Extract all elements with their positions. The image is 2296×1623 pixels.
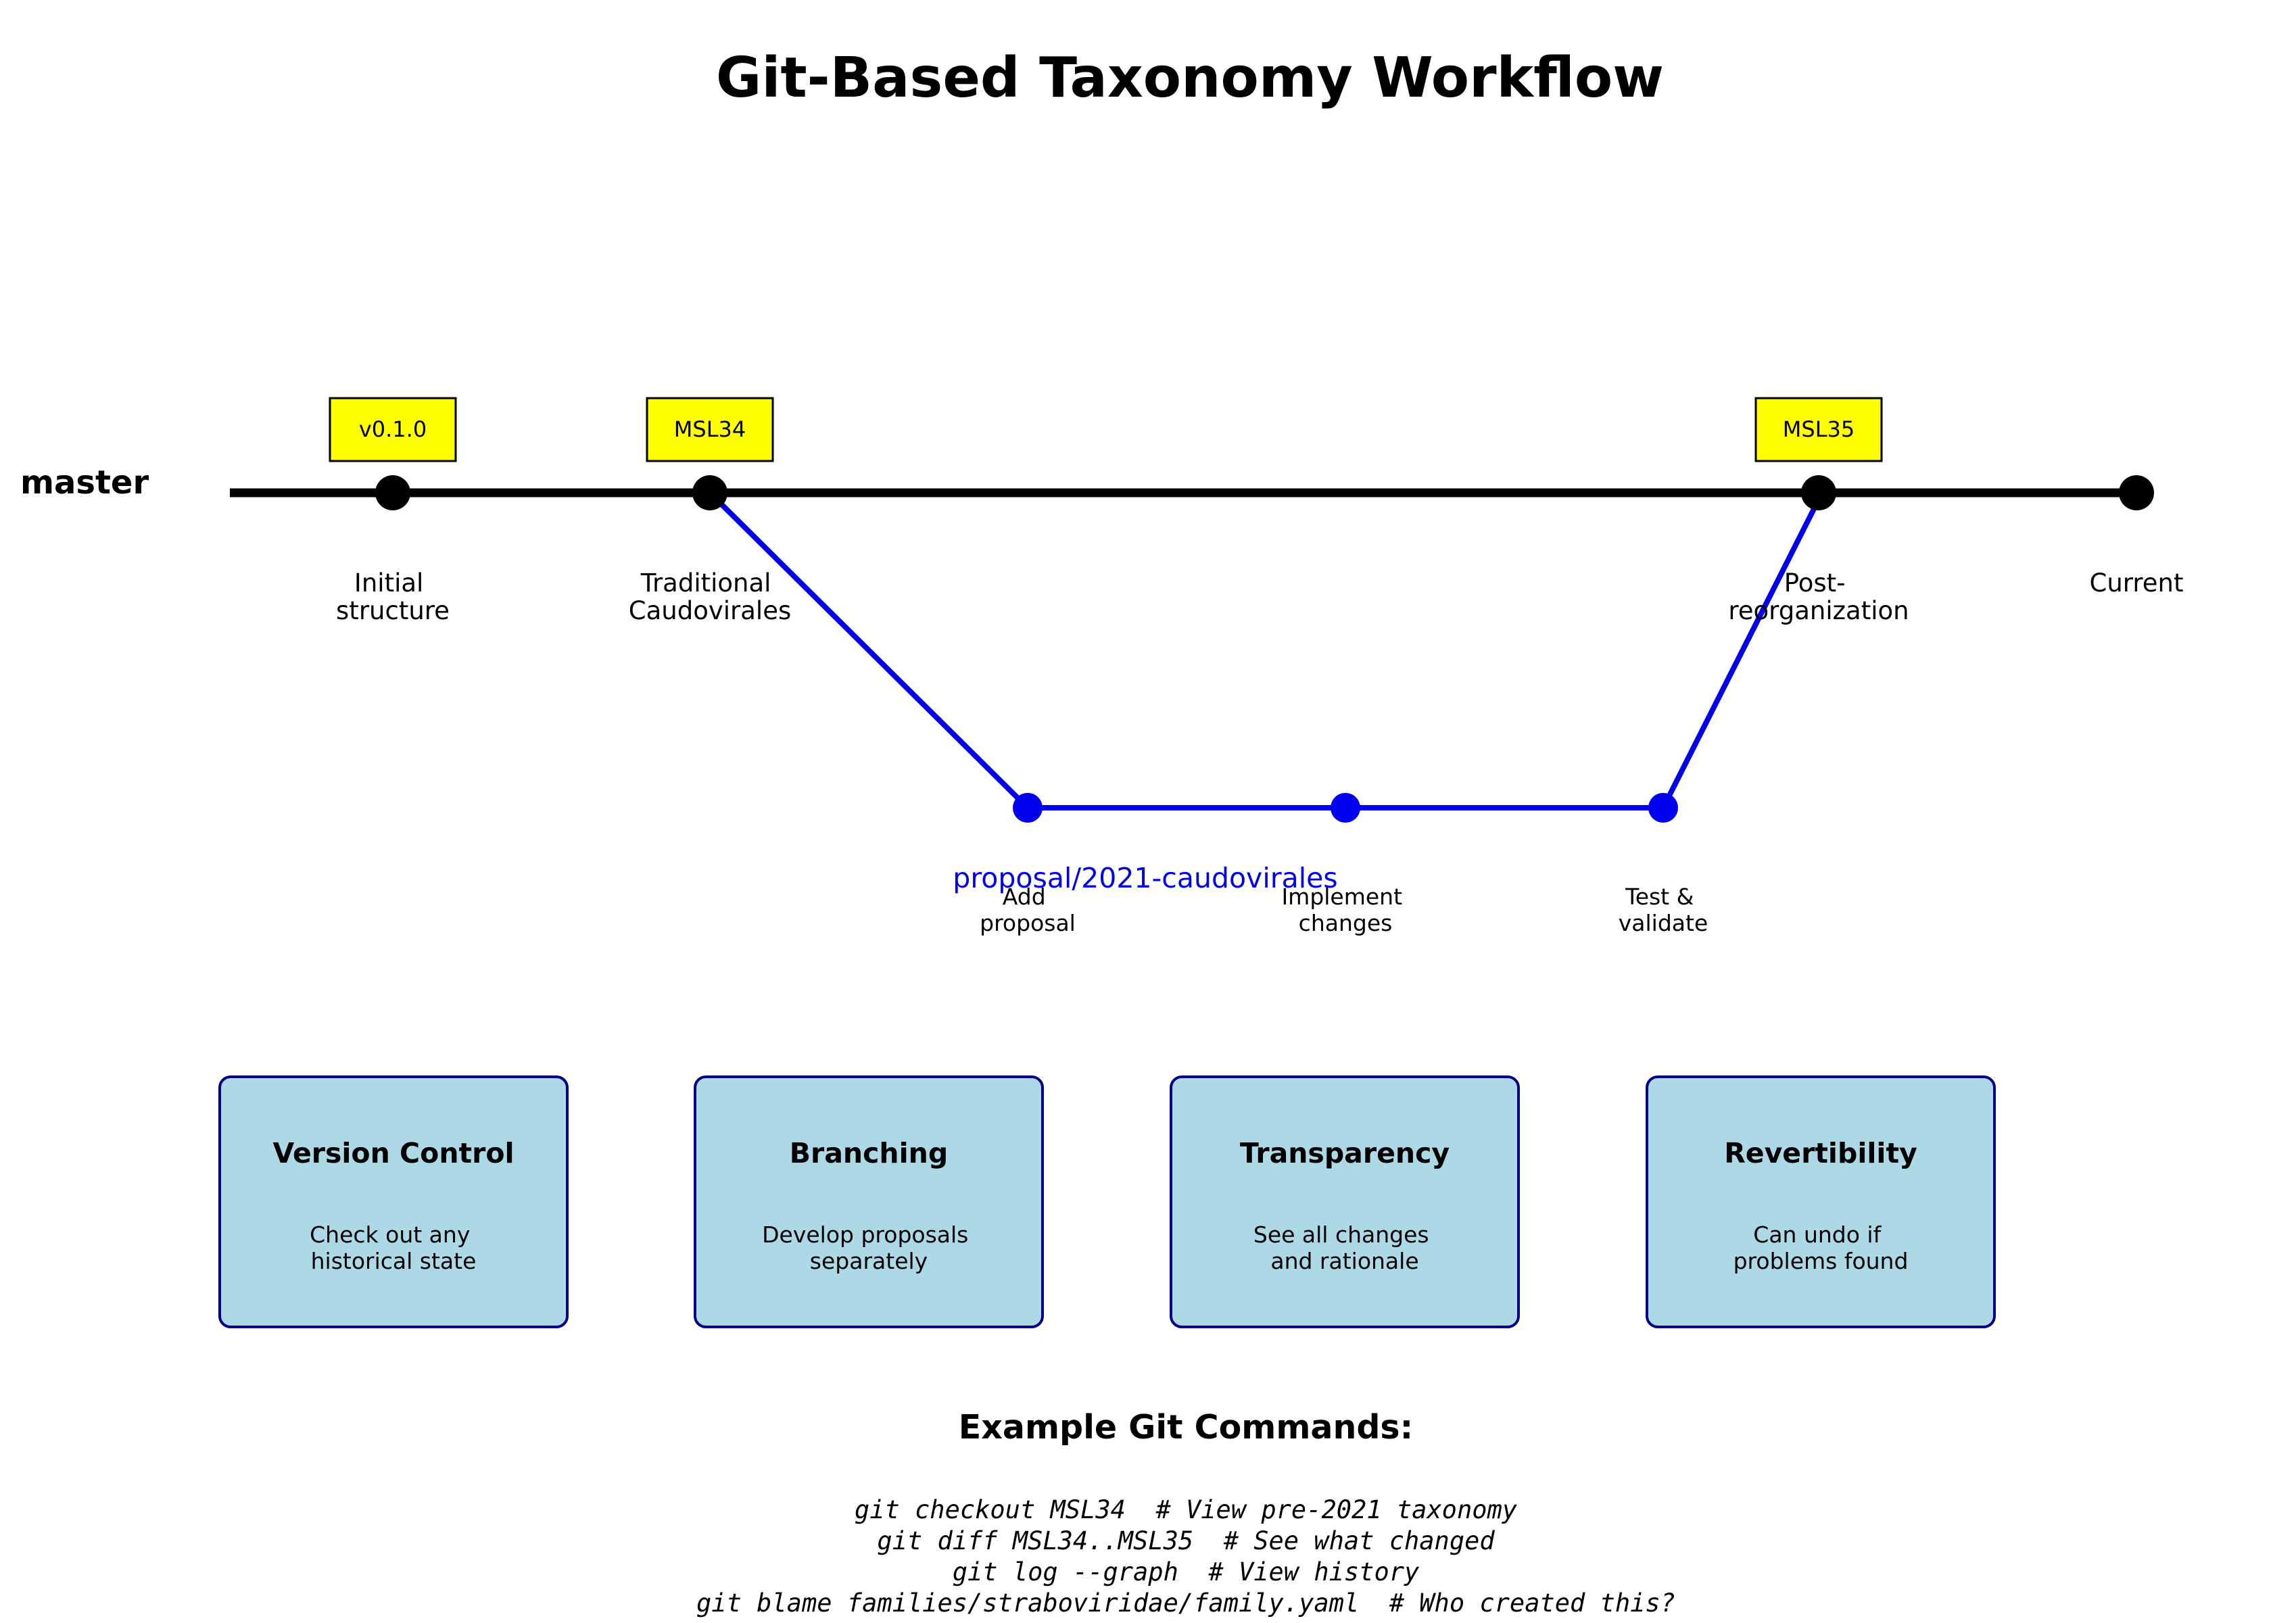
branch-commit-label: Implement changes bbox=[1281, 883, 1409, 936]
branch-commit-node bbox=[1648, 793, 1678, 823]
master-commit-node bbox=[692, 475, 727, 510]
master-commit-label: Traditional Caudovirales bbox=[629, 568, 791, 625]
feature-card-desc: Check out any historical state bbox=[310, 1221, 477, 1274]
tag-v0-1-0: v0.1.0 bbox=[329, 397, 457, 462]
feature-card-version-control: Version Control Check out any historical… bbox=[218, 1075, 569, 1328]
master-commit-label: Current bbox=[2090, 568, 2184, 598]
master-commit-node bbox=[2119, 475, 2154, 510]
tag-label: v0.1.0 bbox=[359, 416, 427, 442]
master-branch-name: master bbox=[20, 464, 149, 502]
branch-commit-label: Test & validate bbox=[1619, 883, 1708, 936]
master-commit-label: Initial structure bbox=[336, 568, 450, 625]
feature-card-branching: Branching Develop proposals separately bbox=[694, 1075, 1044, 1328]
branch-commit-label: Add proposal bbox=[980, 883, 1076, 936]
feature-card-transparency: Transparency See all changes and rationa… bbox=[1170, 1075, 1520, 1328]
page-title: Git-Based Taxonomy Workflow bbox=[716, 46, 1664, 110]
command-line: git log --graph # View history bbox=[953, 1557, 1420, 1586]
command-line: git checkout MSL34 # View pre-2021 taxon… bbox=[855, 1495, 1518, 1524]
command-line: git blame families/straboviridae/family.… bbox=[696, 1589, 1675, 1618]
master-commit-node bbox=[375, 475, 410, 510]
tag-label: MSL35 bbox=[1783, 416, 1855, 442]
master-commit-node bbox=[1801, 475, 1836, 510]
proposal-branch-name: proposal/2021-caudovirales bbox=[953, 862, 1337, 894]
feature-card-desc: Develop proposals separately bbox=[762, 1221, 976, 1274]
branch-commit-node bbox=[1013, 793, 1043, 823]
feature-card-title: Version Control bbox=[272, 1137, 514, 1169]
command-line: git diff MSL34..MSL35 # See what changed bbox=[877, 1526, 1495, 1555]
tag-label: MSL34 bbox=[674, 416, 746, 442]
feature-card-title: Transparency bbox=[1240, 1137, 1450, 1169]
commands-heading: Example Git Commands: bbox=[959, 1408, 1413, 1447]
feature-card-desc: Can undo if problems found bbox=[1733, 1221, 1909, 1274]
feature-card-title: Branching bbox=[790, 1137, 948, 1169]
tag-msl35: MSL35 bbox=[1754, 397, 1883, 462]
tag-msl34: MSL34 bbox=[646, 397, 774, 462]
branch-commit-node bbox=[1331, 793, 1360, 823]
feature-card-title: Revertibility bbox=[1724, 1137, 1917, 1169]
proposal-branch-line bbox=[708, 491, 1825, 810]
feature-card-revertibility: Revertibility Can undo if problems found bbox=[1646, 1075, 1996, 1328]
feature-card-desc: See all changes and rationale bbox=[1253, 1221, 1436, 1274]
master-commit-label: Post- reorganization bbox=[1728, 568, 1909, 625]
